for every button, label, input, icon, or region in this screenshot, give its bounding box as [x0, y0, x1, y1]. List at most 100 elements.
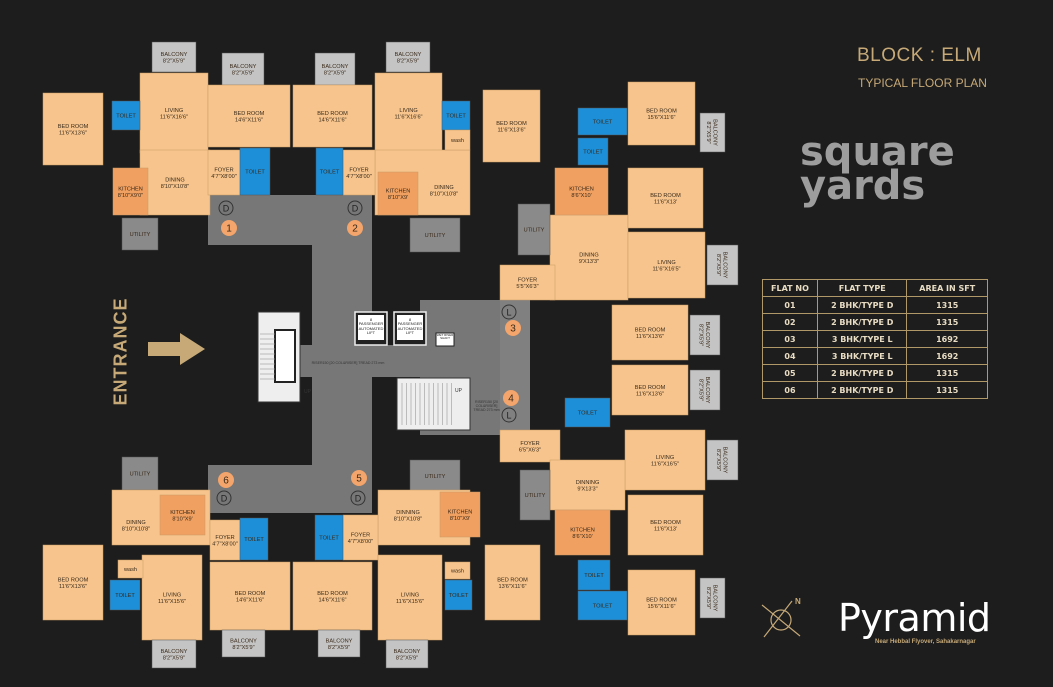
room-shape — [499, 264, 556, 301]
room-name: KITCHEN — [118, 187, 143, 193]
flat-number: 2 — [352, 224, 358, 235]
room-shape — [564, 397, 611, 428]
room-shape — [42, 544, 104, 621]
flat-3-balcony — [699, 112, 726, 153]
room-dimensions: 11'6"X13' — [654, 527, 677, 533]
brand-logo: Pyramid — [838, 596, 991, 640]
room-name: TOILET — [583, 150, 603, 156]
room-dimensions: 5'5"X6'3" — [516, 284, 538, 290]
flat-1-toilet — [239, 147, 271, 196]
area-cell: 1315 — [906, 296, 988, 314]
room-name: BED ROOM — [646, 109, 677, 115]
room-name: TOILET — [584, 573, 604, 579]
room-name: KITCHEN — [569, 187, 594, 193]
flat-number: 5 — [356, 474, 362, 485]
flat-2-toilet — [441, 100, 471, 131]
flat-6-wash — [117, 559, 144, 579]
flat-4-balcony — [689, 314, 721, 356]
flat-1-balcony — [151, 41, 197, 73]
room-dimensions: 8'6"X10' — [571, 193, 591, 199]
flat-4-foyer — [499, 429, 561, 463]
room-name: FOYER — [349, 168, 368, 174]
room-shape — [377, 554, 443, 641]
flat-number: 6 — [223, 476, 229, 487]
staircase-right — [396, 377, 471, 431]
room-name: KITCHEN — [570, 528, 595, 534]
room-name: TOILET — [244, 537, 264, 543]
room-name: TOILET — [320, 170, 340, 176]
room-name: DINING — [434, 185, 454, 191]
lift-1-label: 8 PASSENGER AUTOMATED LIFT — [358, 317, 384, 336]
room-name: BALCONY — [161, 52, 188, 58]
room-shape — [699, 577, 726, 619]
room-shape — [342, 149, 376, 196]
room-dimensions: 13'6"X11'6" — [498, 584, 526, 590]
room-name: wash — [123, 567, 137, 573]
room-dimensions: 11'6"X16'5" — [652, 267, 680, 273]
room-shape — [342, 514, 379, 561]
area-cell: 1315 — [906, 313, 988, 331]
block-subtitle: TYPICAL FLOOR PLAN — [858, 76, 987, 90]
flat-4-toilet — [577, 559, 611, 591]
room-shape — [549, 459, 626, 511]
room-dimensions: 8'10"X9' — [388, 195, 408, 201]
flat-type-badge — [350, 490, 366, 506]
flat-3-kitchen — [554, 167, 609, 216]
room-dimensions: 9'X13'3" — [579, 259, 599, 265]
area-cell: 1692 — [906, 330, 988, 348]
room-shape — [314, 514, 344, 561]
flat-4-balcony — [699, 577, 726, 619]
room-dimensions: 14'6"X11'6" — [318, 118, 346, 124]
flat-3-foyer — [499, 264, 556, 301]
flat-type-cell: 2 BHK/TYPE D — [816, 313, 908, 331]
flat-type-letter: D — [221, 494, 228, 504]
flat-number-badge — [505, 320, 521, 336]
flat-number: 1 — [226, 224, 232, 235]
room-name: TOILET — [319, 536, 339, 542]
flat-number: 4 — [508, 394, 514, 405]
room-dimensions: 11'6"X13'6" — [636, 334, 664, 340]
flat-2-balcony — [314, 52, 356, 86]
room-dimensions: 8'10"X10'8" — [161, 184, 190, 190]
flat-type-letter: L — [506, 411, 511, 421]
entrance-arrow-icon — [148, 333, 205, 365]
flat-type-cell: 2 BHK/TYPE D — [816, 381, 908, 399]
flat-type-letter: L — [506, 308, 511, 318]
room-dimensions: 11'6"X13'6" — [59, 131, 87, 137]
flat-number-badge — [347, 220, 363, 236]
entrance-label: ENTRANCE — [110, 297, 131, 406]
room-dimensions: 8'2"X5'9" — [328, 645, 350, 651]
room-name: BALCONY — [394, 649, 421, 655]
flat-4-bed-room — [611, 304, 689, 361]
flat-type-cell: 3 BHK/TYPE L — [816, 330, 908, 348]
flat-number-badge — [221, 220, 237, 236]
room-dimensions: 4'7"X8'00" — [346, 174, 371, 180]
flat-2-toilet — [315, 147, 344, 196]
room-name: LIVING — [401, 593, 419, 599]
room-shape — [549, 214, 629, 301]
flat-3-living — [627, 231, 706, 299]
flat-type-letter: D — [355, 494, 362, 504]
flat-type-letter: D — [223, 204, 230, 214]
room-name: TOILET — [446, 114, 466, 120]
room-dimensions: 15'6"X11'6" — [647, 115, 675, 121]
room-shape — [519, 469, 551, 521]
room-name: UTILITY — [524, 228, 545, 234]
room-shape — [374, 72, 443, 154]
flat-5-toilet — [314, 514, 344, 561]
room-dimensions: 11'6"X13' — [654, 200, 677, 206]
flat-1-bed-room — [207, 84, 291, 148]
room-dimensions: 8'10"X9' — [450, 516, 470, 522]
flat-type-badge — [347, 200, 363, 216]
room-dimensions: 8'10"X10'8" — [394, 517, 423, 523]
room-shape — [627, 494, 704, 556]
room-dimensions: 14'6"X11'6" — [235, 118, 263, 124]
room-name: TOILET — [449, 593, 469, 599]
brand-tagline: Near Hebbal Flyover, Sahakarnagar — [875, 639, 976, 645]
room-name: FOYER — [214, 168, 233, 174]
flat-no-cell: 05 — [762, 364, 818, 382]
flat-3-bed-room — [627, 167, 704, 229]
room-shape — [292, 561, 373, 631]
